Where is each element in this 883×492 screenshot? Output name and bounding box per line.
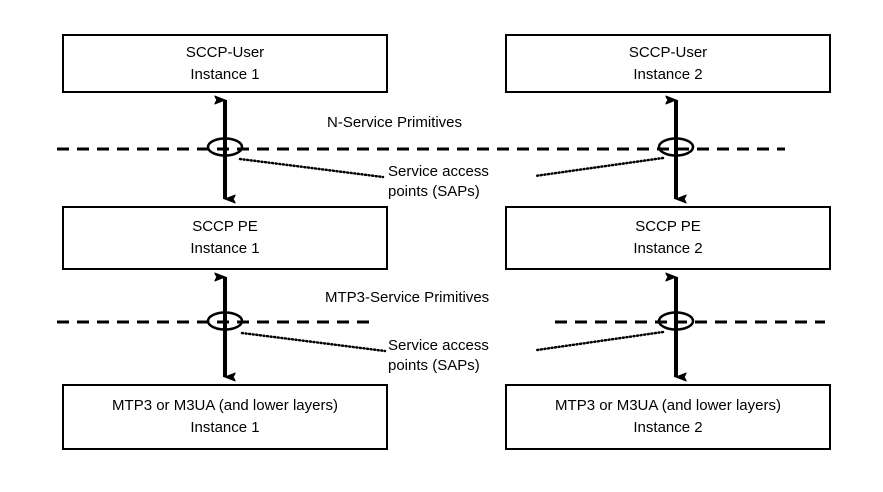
box-line-2: Instance 1: [190, 65, 260, 83]
box-line-1: MTP3 or M3UA (and lower layers): [112, 397, 338, 415]
sccp-pe-box-instance-2: SCCP PE Instance 2: [505, 206, 831, 270]
sap-label-line-2: points (SAPs): [388, 183, 480, 201]
sap-label-line-1: Service access: [388, 163, 489, 180]
sap-ellipse-n-instance-2: [657, 137, 695, 157]
box-line-1: SCCP-User: [185, 43, 265, 61]
sap-ellipse-mtp3-instance-2: [657, 311, 695, 331]
box-line-2: Instance 2: [633, 65, 703, 83]
sap-label-line-1: Service access: [388, 337, 489, 354]
sap-leader-lower-left: [240, 331, 387, 353]
n-service-primitives-label: N-Service Primitives: [327, 114, 463, 131]
box-line-2: Instance 2: [633, 240, 703, 257]
mtp3-service-primitives-label: MTP3-Service Primitives: [325, 289, 490, 306]
box-line-1: SCCP PE: [192, 218, 258, 236]
sap-label-upper: Service access points (SAPs): [388, 162, 489, 203]
box-line-2: Instance 1: [190, 240, 260, 257]
sap-ellipse-n-instance-1: [206, 137, 244, 157]
mtp3-box-instance-2: MTP3 or M3UA (and lower layers) Instance…: [505, 384, 831, 450]
sap-leader-upper-right: [533, 156, 665, 178]
box-line-1: MTP3 or M3UA (and lower layers): [555, 397, 781, 415]
sccp-user-box-instance-2: SCCP-User Instance 2: [505, 34, 831, 93]
sap-leader-upper-left: [238, 157, 385, 179]
sap-label-line-2: points (SAPs): [388, 357, 480, 375]
sccp-pe-box-instance-1: SCCP PE Instance 1: [62, 206, 388, 270]
mtp3-box-instance-1: MTP3 or M3UA (and lower layers) Instance…: [62, 384, 388, 450]
box-line-2: Instance 2: [633, 419, 703, 436]
sccp-user-box-instance-1: SCCP-User Instance 1: [62, 34, 388, 93]
box-line-2: Instance 1: [190, 419, 260, 436]
sap-ellipse-mtp3-instance-1: [206, 311, 244, 331]
box-line-1: SCCP-User: [628, 43, 708, 61]
box-line-1: SCCP PE: [635, 218, 701, 236]
sap-label-lower: Service access points (SAPs): [388, 336, 489, 377]
sap-leader-lower-right: [535, 330, 665, 352]
